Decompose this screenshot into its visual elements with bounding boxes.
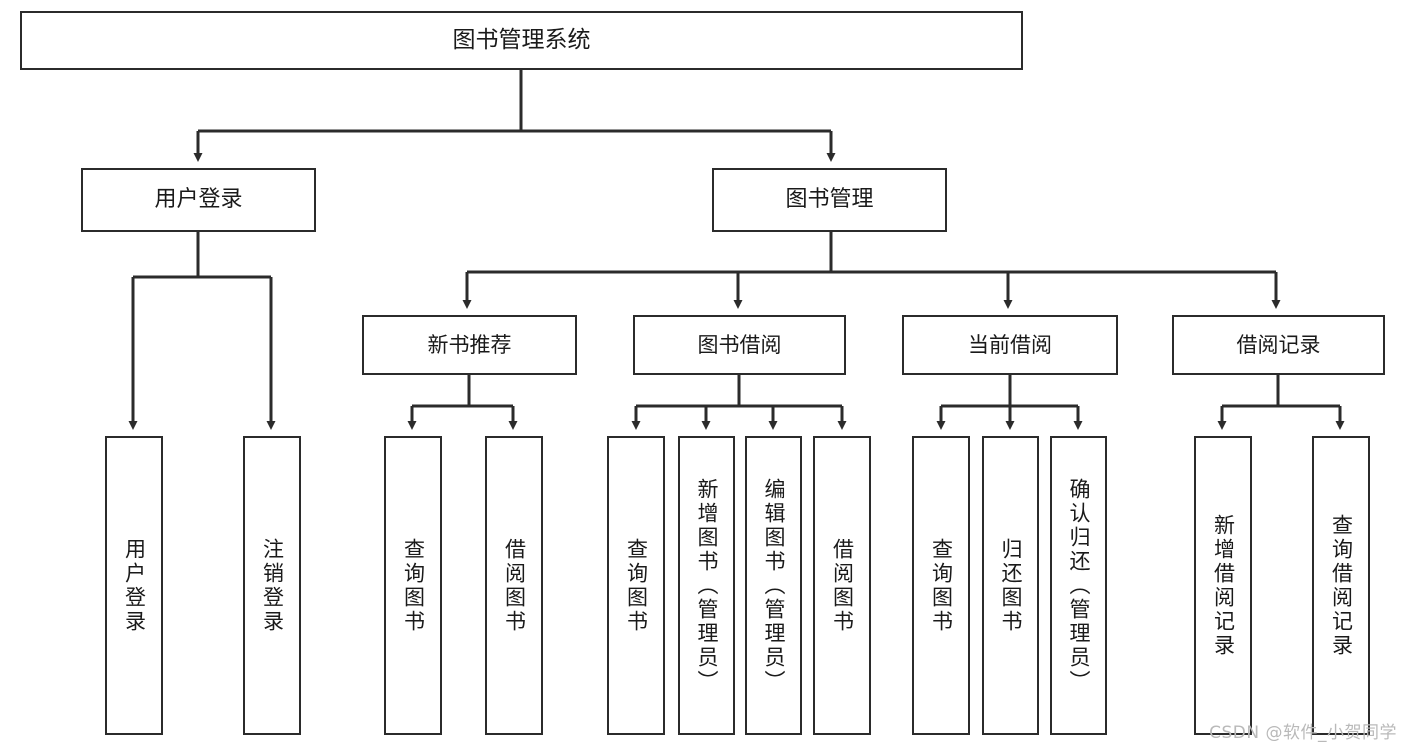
node-label: 借阅图书 (830, 537, 855, 634)
leaf-edit-book-admin[interactable]: 编辑图书（管理员） (745, 436, 802, 735)
leaf-query-book-current[interactable]: 查询图书 (912, 436, 970, 735)
leaf-query-book-borrow[interactable]: 查询图书 (607, 436, 665, 735)
leaf-query-borrow-record[interactable]: 查询借阅记录 (1312, 436, 1370, 735)
node-label: 编辑图书（管理员） (762, 477, 786, 694)
node-label: 归还图书 (999, 537, 1023, 634)
node-new-book-recommend[interactable]: 新书推荐 (362, 315, 577, 375)
node-label: 新增借阅记录 (1211, 513, 1236, 658)
node-label: 新书推荐 (427, 332, 512, 357)
csdn-watermark: CSDN @软件_小贺同学 (1209, 723, 1397, 743)
node-book-management[interactable]: 图书管理 (712, 168, 947, 232)
leaf-query-book-recommend[interactable]: 查询图书 (384, 436, 442, 735)
leaf-add-borrow-record[interactable]: 新增借阅记录 (1194, 436, 1252, 735)
leaf-logout[interactable]: 注销登录 (243, 436, 301, 735)
node-label: 新增图书（管理员） (695, 477, 719, 694)
node-label: 借阅记录 (1236, 332, 1321, 357)
node-book-borrow[interactable]: 图书借阅 (633, 315, 846, 375)
leaf-borrow-book-recommend[interactable]: 借阅图书 (485, 436, 543, 735)
node-label: 图书管理系统 (452, 26, 591, 53)
node-label: 查询图书 (929, 537, 954, 634)
node-label: 图书借阅 (697, 332, 782, 357)
node-root-system[interactable]: 图书管理系统 (20, 11, 1023, 70)
leaf-confirm-return-admin[interactable]: 确认归还（管理员） (1050, 436, 1107, 735)
node-label: 查询借阅记录 (1329, 513, 1354, 658)
node-label: 当前借阅 (968, 332, 1052, 357)
leaf-borrow-book[interactable]: 借阅图书 (813, 436, 871, 735)
node-label: 确认归还（管理员） (1067, 477, 1091, 694)
node-current-borrow[interactable]: 当前借阅 (902, 315, 1118, 375)
node-user-login[interactable]: 用户登录 (81, 168, 316, 232)
leaf-return-book[interactable]: 归还图书 (982, 436, 1039, 735)
node-label: 用户登录 (122, 537, 147, 634)
node-label: 图书管理 (785, 187, 874, 213)
node-borrow-record[interactable]: 借阅记录 (1172, 315, 1385, 375)
node-label: 注销登录 (260, 537, 285, 634)
leaf-user-login[interactable]: 用户登录 (105, 436, 163, 735)
leaf-add-book-admin[interactable]: 新增图书（管理员） (678, 436, 735, 735)
node-label: 借阅图书 (502, 537, 527, 634)
node-label: 用户登录 (154, 187, 243, 213)
node-label: 查询图书 (401, 537, 426, 634)
node-label: 查询图书 (624, 537, 649, 634)
